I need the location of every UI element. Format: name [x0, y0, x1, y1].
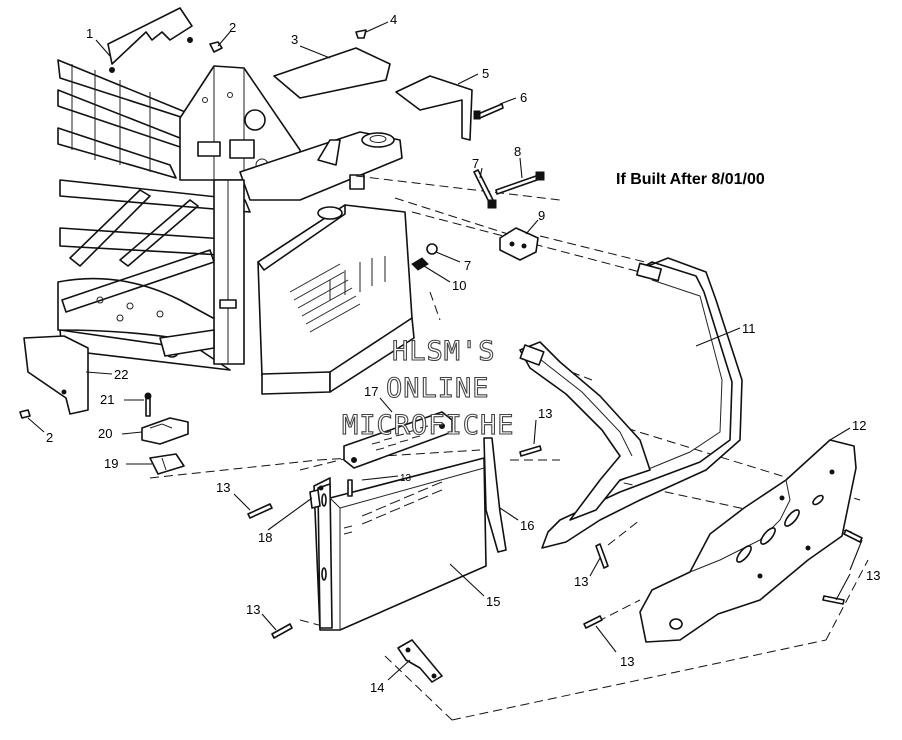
- part-1-fastener-2: [187, 37, 193, 43]
- build-date-note: If Built After 8/01/00: [616, 171, 765, 188]
- part-3-pad: [273, 47, 391, 99]
- radiator-assembly: [257, 204, 415, 395]
- part-7-bolt-head: [487, 199, 497, 209]
- callout-13-center: 13: [574, 574, 588, 589]
- watermark-line-3: MICROFICHE: [342, 410, 515, 441]
- part-10-nut: [411, 257, 429, 271]
- part-6-bolt: [477, 103, 504, 119]
- part-5-bracket: [395, 75, 473, 141]
- callout-1: 1: [86, 26, 93, 41]
- part-4-screw: [355, 29, 367, 39]
- callout-10: 10: [452, 278, 466, 293]
- part-9-block: [499, 227, 539, 261]
- part-20-clip: [141, 417, 189, 445]
- part-22-hole: [61, 389, 67, 395]
- callout-7-top: 7: [472, 156, 479, 171]
- part-16-rear-panel: [483, 437, 507, 553]
- callout-22: 22: [114, 367, 128, 382]
- part-1-fastener: [109, 67, 115, 73]
- part-6-bolt-head: [473, 110, 481, 120]
- watermark-line-2: ONLINE: [386, 373, 490, 404]
- part-12-skid-plate: [639, 439, 857, 643]
- callout-11: 11: [742, 321, 756, 336]
- part-2-nut-left: [19, 409, 31, 419]
- assembly-lines: [149, 175, 869, 721]
- callout-4: 4: [390, 12, 397, 27]
- part-7-nut: [426, 243, 438, 255]
- part-8-stud: [495, 175, 538, 195]
- chassis-frame: [57, 59, 403, 371]
- callouts: 1 2 3 4 5 6 7 8 9 7 10 11 12 22 21 20 19…: [46, 12, 880, 695]
- leader-lines: [27, 21, 863, 681]
- part-21-screw: [145, 397, 151, 417]
- callout-8: 8: [514, 144, 521, 159]
- callout-2: 2: [229, 20, 236, 35]
- callout-12: 12: [852, 418, 866, 433]
- part-8-stud-head: [535, 171, 545, 181]
- callout-15: 15: [486, 594, 500, 609]
- callout-3: 3: [291, 32, 298, 47]
- callout-20: 20: [98, 426, 112, 441]
- callout-21: 21: [100, 392, 114, 407]
- callout-18: 18: [258, 530, 272, 545]
- callout-13-small: 13: [400, 473, 412, 484]
- callout-7-mid: 7: [464, 258, 471, 273]
- callout-5: 5: [482, 66, 489, 81]
- callout-16: 16: [520, 518, 534, 533]
- callout-13-bottom: 13: [620, 654, 634, 669]
- callout-17: 17: [364, 384, 378, 399]
- battery-box: [309, 411, 507, 631]
- part-11-bumper: [519, 257, 743, 549]
- part-19-bracket: [149, 453, 185, 475]
- callout-9: 9: [538, 208, 545, 223]
- callout-19: 19: [104, 456, 118, 471]
- part-1-plate: [107, 7, 193, 65]
- callout-13-bottom-left: 13: [246, 602, 260, 617]
- callout-13-box-top: 13: [538, 406, 552, 421]
- watermark: HLSM'S ONLINE MICROFICHE: [341, 335, 515, 441]
- part-7-bolt: [473, 169, 495, 205]
- callout-14: 14: [370, 680, 384, 695]
- callout-6: 6: [520, 90, 527, 105]
- part-18-strap: [309, 489, 321, 509]
- part-22-panel: [23, 335, 89, 415]
- part-17-top-plate: [343, 411, 453, 469]
- callout-2-left: 2: [46, 430, 53, 445]
- callout-13-right: 13: [866, 568, 880, 583]
- callout-13-left: 13: [216, 480, 230, 495]
- screws-13: [247, 445, 863, 639]
- watermark-line-1: HLSM'S: [392, 336, 496, 367]
